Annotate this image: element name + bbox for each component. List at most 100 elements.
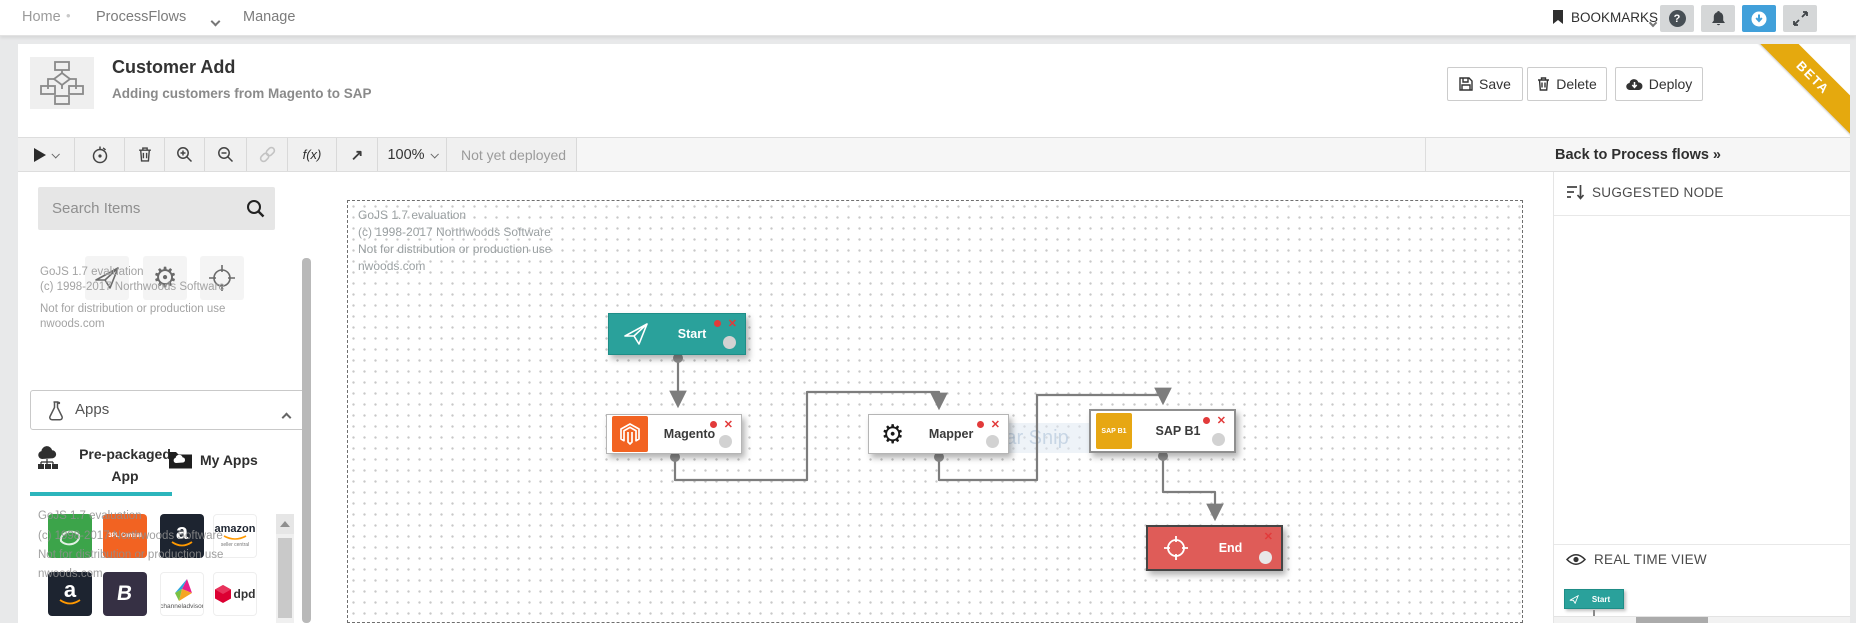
chevron-down-icon[interactable] [210,12,221,30]
tab-my-apps[interactable]: My Apps [200,452,258,468]
breadcrumb-processflows[interactable]: ProcessFlows [96,9,187,25]
bookmarks-chevron-icon[interactable] [1648,13,1658,31]
flow-node-end[interactable]: End ✕ [1146,525,1283,571]
download-button[interactable] [1742,5,1776,32]
app-grid-scrollbar[interactable] [276,514,294,623]
breadcrumb-home[interactable]: Home [22,9,61,25]
fit-to-screen-button[interactable]: ↗ [337,138,378,171]
fx-icon: f(x) [302,147,322,162]
flow-node-start[interactable]: Start ✕ [608,313,746,355]
tab-pre-packaged-app[interactable]: Pre-packaged App [79,446,171,484]
gojs-watermark-line: nwoods.com [358,259,426,273]
divider [1554,544,1850,545]
deploy-button[interactable]: Deploy [1615,67,1703,101]
zoom-out-button[interactable] [205,138,247,171]
node-breakpoint-dot[interactable] [977,421,984,428]
app-tile-bigcommerce[interactable]: B [103,572,147,616]
zoom-out-icon [218,147,234,163]
flow-node-mapper[interactable]: ⚙ Mapper ✕ [868,414,1009,454]
sidebar-scrollbar-thumb[interactable] [302,258,311,623]
search-icon[interactable] [246,199,265,223]
palette-end-node[interactable] [200,256,244,300]
main-card: Customer Add Adding customers from Magen… [18,44,1850,623]
node-delete-icon[interactable]: ✕ [990,419,1000,431]
realtime-mini-node-start[interactable]: Start [1564,589,1624,609]
node-breakpoint-dot[interactable] [710,421,717,428]
link-button[interactable] [247,138,288,171]
app-tile-sub-label: seller central [220,542,250,548]
flow-canvas[interactable]: GoJS 1.7 evaluation (c) 1998-2017 Northw… [347,200,1523,623]
app-tile-amazon[interactable]: a [160,514,204,558]
bookmark-icon [1552,10,1564,30]
node-delete-icon[interactable]: ✕ [727,318,737,330]
trash-icon [1538,77,1550,91]
node-output-port[interactable] [723,336,736,349]
app-tile-green[interactable] [48,514,92,558]
link-icon [259,146,275,163]
connector-magento-mapper[interactable] [673,390,948,482]
save-button[interactable]: Save [1447,67,1523,101]
mini-node-label: Start [1591,594,1611,604]
app-tile-3pl-central[interactable]: 3PL Central [103,514,147,558]
suggested-node-heading: SUGGESTED NODE [1592,185,1724,200]
trash-icon [138,147,151,162]
node-output-port[interactable] [1212,433,1225,446]
app-tile-amazon-seller-central[interactable]: amazon seller central [213,514,257,558]
app-tile-channeladvisor[interactable]: channeladvisor [160,572,204,616]
node-label: Mapper [928,427,974,441]
connector-sap-end[interactable] [1161,455,1224,522]
realtime-horizontal-scrollbar[interactable] [1554,616,1850,623]
debug-target-icon [92,146,107,163]
palette-mapper-node[interactable]: ⚙ [143,256,187,300]
apps-section-toggle[interactable]: Apps [30,390,308,430]
beta-ribbon: BETA [1750,44,1850,141]
node-delete-icon[interactable]: ✕ [723,419,733,431]
app-tile-amazon-2[interactable]: a [48,572,92,616]
flow-node-sap-b1[interactable]: SAP B1 SAP B1 ✕ [1089,409,1236,453]
scrollbar-thumb[interactable] [1636,617,1708,623]
notifications-button[interactable] [1701,5,1735,32]
debug-button[interactable] [75,138,125,171]
delete-node-button[interactable] [125,138,165,171]
mini-connector [1593,610,1595,617]
app-tile-label: dpd [233,587,256,601]
sap-b1-logo: SAP B1 [1096,413,1132,449]
node-delete-icon[interactable]: ✕ [1216,415,1226,427]
canvas-watermark: GoJS 1.7 evaluation (c) 1998-2017 Northw… [358,207,551,275]
zoom-level-control[interactable]: 100% [378,138,447,171]
fullscreen-button[interactable] [1783,5,1817,32]
connector-mapper-sap[interactable] [937,387,1172,482]
zoom-in-button[interactable] [165,138,205,171]
magento-logo [612,416,648,452]
flow-node-magento[interactable]: Magento ✕ [606,414,742,454]
dpd-cube-icon [214,585,231,603]
back-to-process-flows-link[interactable]: Back to Process flows » [1425,138,1850,171]
flow-header-icon-tile [30,57,94,109]
gojs-watermark-line: GoJS 1.7 evaluation [358,208,467,222]
node-breakpoint-dot[interactable] [714,320,721,327]
node-output-port[interactable] [986,435,999,448]
bookmarks-label[interactable]: BOOKMARKS [1571,10,1659,25]
palette-start-node[interactable] [85,256,129,300]
node-output-port[interactable] [1259,551,1272,564]
scroll-up-button[interactable] [276,514,294,534]
run-button[interactable] [18,138,75,171]
node-breakpoint-dot[interactable] [1203,417,1210,424]
app-tile-label: amazon [214,523,256,535]
node-output-port[interactable] [719,435,732,448]
scrollbar-thumb[interactable] [278,538,292,618]
gojs-watermark-line: GoJS 1.7 evaluation [38,510,142,522]
breadcrumb-manage[interactable]: Manage [243,9,296,25]
function-button[interactable]: f(x) [288,138,337,171]
bell-icon [1711,10,1725,25]
delete-button[interactable]: Delete [1527,67,1607,101]
app-tile-label: B [115,582,135,605]
app-tile-dpd[interactable]: dpd [213,572,257,616]
amazon-smile-icon [59,599,81,605]
search-input[interactable] [52,187,237,230]
help-button[interactable]: ? [1660,5,1694,32]
real-time-view-heading: REAL TIME VIEW [1594,552,1707,567]
active-tab-indicator [30,492,172,496]
node-delete-icon[interactable]: ✕ [1263,531,1273,543]
flowchart-icon [40,61,84,105]
